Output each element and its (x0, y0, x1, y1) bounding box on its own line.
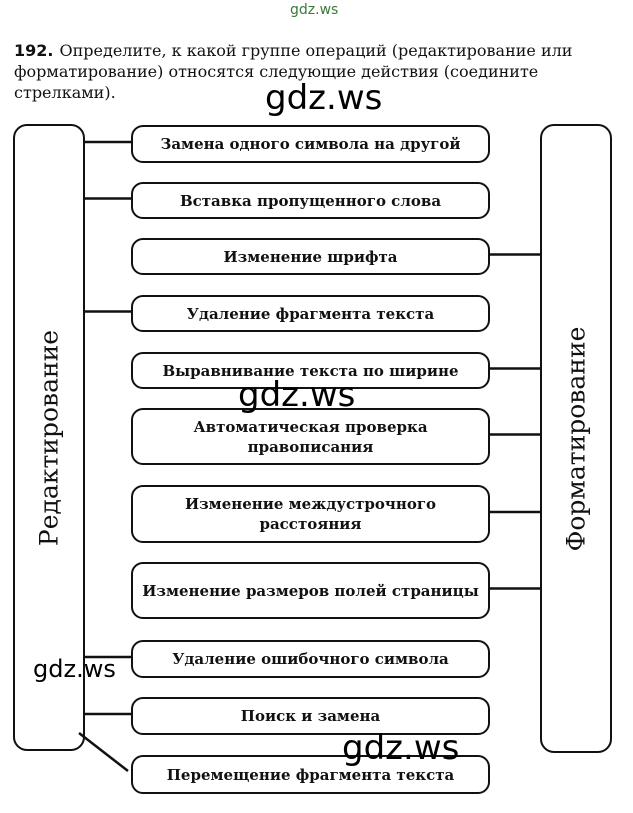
action-box: Замена одного символа на другой (131, 125, 490, 163)
group-editing: Редактирование (13, 124, 85, 751)
action-box: Автоматическая проверка правописания (131, 408, 490, 465)
watermark: gdz.ws (342, 728, 460, 768)
action-box: Вставка пропущенного слова (131, 182, 490, 219)
action-box: Перемещение фрагмента текста (131, 755, 490, 794)
action-box: Удаление ошибочного символа (131, 640, 490, 678)
action-box: Удаление фрагмента текста (131, 295, 490, 332)
watermark: gdz.ws (265, 78, 383, 118)
question: 192.Определите, к какой группе операций … (14, 40, 614, 103)
action-box: Изменение междустрочного расстояния (131, 485, 490, 543)
watermark: gdz.ws (33, 655, 116, 683)
question-number: 192. (14, 41, 54, 60)
action-box: Изменение шрифта (131, 238, 490, 275)
action-box: Поиск и замена (131, 697, 490, 735)
group-formatting: Форматирование (540, 124, 612, 753)
connector-line (78, 732, 129, 772)
watermark: gdz.ws (290, 2, 339, 18)
group-formatting-label: Форматирование (561, 326, 591, 551)
question-text: Определите, к какой группе операций (ред… (14, 41, 573, 102)
action-box: Изменение размеров полей страницы (131, 562, 490, 619)
group-editing-label: Редактирование (34, 329, 64, 546)
watermark: gdz.ws (238, 375, 356, 415)
action-box: Выравнивание текста по ширине (131, 352, 490, 389)
